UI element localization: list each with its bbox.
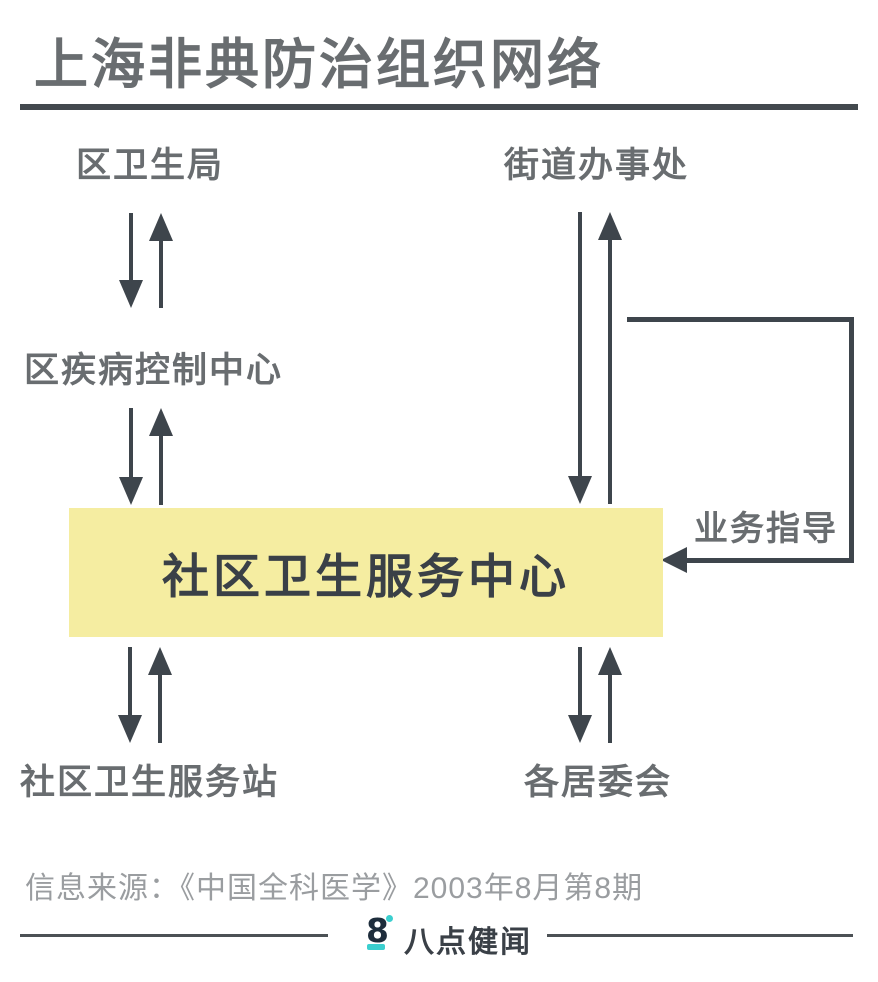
- arrow-head: [568, 476, 592, 504]
- arrow-down-icon: [568, 212, 592, 504]
- arrow-shaft: [578, 647, 582, 719]
- bajian-logo-icon: 8: [366, 911, 393, 952]
- arrow-shaft: [608, 671, 612, 743]
- node-street-office: 街道办事处: [504, 146, 690, 185]
- arrow-shaft: [129, 408, 133, 481]
- arrow-up-icon: [149, 408, 173, 505]
- center-box-label: 社区卫生服务中心: [162, 550, 570, 603]
- logo-8-glyph: 8: [366, 911, 389, 950]
- arrow-shaft: [578, 212, 582, 480]
- guidance-connector-bottom-segment: [686, 558, 854, 563]
- arrow-up-icon: [598, 647, 622, 743]
- node-community-health-station: 社区卫生服务站: [20, 763, 280, 802]
- arrow-down-icon: [119, 213, 143, 308]
- logo-teal-badge-icon: [367, 944, 385, 950]
- arrow-head: [149, 213, 173, 241]
- arrow-up-icon: [148, 647, 172, 743]
- footer-divider-left: [20, 934, 328, 937]
- page-title: 上海非典防治组织网络: [34, 35, 604, 95]
- title-underline: [20, 104, 858, 110]
- arrow-shaft: [159, 432, 163, 505]
- arrow-head: [118, 715, 142, 743]
- node-community-health-center: 社区卫生服务中心: [69, 508, 663, 637]
- arrow-down-icon: [118, 647, 142, 743]
- guidance-connector-vertical-segment: [849, 317, 854, 563]
- edge-label-business-guidance: 业务指导: [694, 510, 838, 548]
- arrow-head: [598, 212, 622, 240]
- arrow-shaft: [129, 213, 133, 284]
- footer-divider-right: [547, 934, 853, 937]
- arrow-head: [148, 647, 172, 675]
- logo-teal-dot-icon: [386, 915, 393, 922]
- guidance-connector-top-segment: [627, 317, 854, 322]
- source-note: 信息来源：《中国全科医学》2003年8月第8期: [25, 872, 644, 905]
- arrow-down-icon: [568, 647, 592, 743]
- brand-name: 八点健闻: [404, 926, 532, 959]
- arrow-left-icon: [661, 547, 687, 573]
- arrow-head: [598, 647, 622, 675]
- arrow-up-icon: [149, 213, 173, 308]
- arrow-shaft: [158, 671, 162, 743]
- arrow-shaft: [608, 236, 612, 504]
- arrow-head: [568, 715, 592, 743]
- arrow-shaft: [128, 647, 132, 719]
- arrow-head: [119, 477, 143, 505]
- arrow-head: [149, 408, 173, 436]
- arrow-head: [119, 280, 143, 308]
- node-district-cdc: 区疾病控制中心: [24, 351, 284, 390]
- arrow-down-icon: [119, 408, 143, 505]
- node-neighborhood-committees: 各居委会: [524, 763, 673, 802]
- arrow-up-icon: [598, 212, 622, 504]
- node-district-health-bureau: 区卫生局: [76, 146, 225, 185]
- arrow-shaft: [159, 237, 163, 308]
